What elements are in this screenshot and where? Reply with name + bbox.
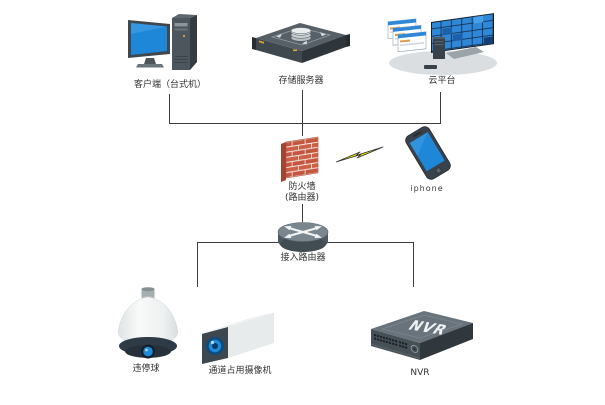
phone-screen xyxy=(409,132,445,172)
cloud-platform-node xyxy=(386,8,498,76)
nvr-label: NVR xyxy=(410,368,430,378)
dome-lens xyxy=(143,346,153,357)
channel-camera-node xyxy=(196,306,282,368)
firewall-icon xyxy=(281,136,319,182)
iphone-label: iphone xyxy=(410,184,444,193)
nvr-icon: NVR xyxy=(371,311,473,360)
cloud-platform-label: 云平台 xyxy=(428,76,456,86)
cloud-platform-icon xyxy=(387,13,497,75)
connector-nvr-up xyxy=(413,242,414,287)
access-router-node xyxy=(276,219,330,255)
dome-camera-label: 违停球 xyxy=(132,364,160,374)
box-camera-icon xyxy=(201,312,275,364)
firewall-node xyxy=(281,136,321,186)
dome-camera-icon xyxy=(118,287,178,359)
connector-cameras-up xyxy=(197,242,198,287)
access-router-label: 接入路由器 xyxy=(280,253,326,263)
nvr-panel-text: NVR xyxy=(405,317,452,338)
connector-client-down xyxy=(169,94,170,124)
nvr-node: NVR xyxy=(368,302,476,368)
connector-storage-down xyxy=(302,90,303,136)
router-arrows xyxy=(289,227,317,237)
client-label: 客户端（台式机） xyxy=(133,80,207,90)
storage-server-node xyxy=(249,18,351,72)
video-wall xyxy=(431,13,494,53)
connector-firewall-router xyxy=(302,204,303,222)
connector-top-bus xyxy=(169,123,441,124)
console-desk xyxy=(446,47,484,59)
iphone-node xyxy=(397,124,459,182)
monitor-windows xyxy=(387,18,427,53)
dome-camera-node xyxy=(112,286,184,364)
router-icon xyxy=(277,222,329,252)
nvr-front-ports xyxy=(371,333,420,359)
desktop-pc-icon xyxy=(128,14,197,70)
client-node xyxy=(124,12,204,78)
storage-server-label: 存储服务器 xyxy=(278,76,324,86)
firewall-label-line1: 防火墙 xyxy=(288,182,316,192)
connector-cloud-down xyxy=(440,92,441,124)
storage-server-icon xyxy=(252,23,350,63)
smartphone-icon xyxy=(405,126,451,180)
wireless-link xyxy=(336,146,384,164)
firewall-label-line2: (路由器) xyxy=(284,193,320,203)
channel-camera-label: 通道占用摄像机 xyxy=(208,366,272,376)
lightning-icon xyxy=(336,146,384,163)
